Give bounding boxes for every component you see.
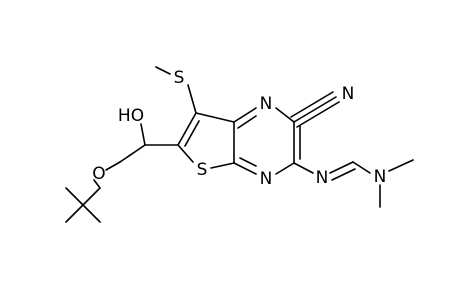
bond [195, 112, 235, 123]
amine-nitrogen-label: N [374, 167, 387, 187]
bond [65, 187, 84, 206]
bond [155, 66, 171, 75]
bond [331, 168, 356, 181]
bond [296, 101, 340, 128]
bond [210, 162, 235, 169]
bond [187, 84, 197, 114]
bond [233, 107, 257, 123]
bond [275, 107, 295, 123]
ether-oxygen-label: O [92, 164, 105, 184]
bond [119, 144, 146, 163]
bond [239, 157, 257, 167]
bond [237, 115, 257, 129]
bond [233, 162, 257, 175]
bonds [65, 66, 414, 223]
bond [82, 204, 101, 223]
thioether-sulfur-label: S [174, 68, 185, 88]
bond [93, 179, 101, 189]
ring-nitrogen-top-label: N [260, 94, 273, 114]
hydroxyl-label: HO [118, 106, 144, 126]
bond [275, 162, 295, 175]
bond [329, 161, 354, 174]
thiophene-sulfur-label: S [197, 160, 208, 180]
bond [82, 187, 101, 206]
ring-nitrogen-bottom-label: N [260, 169, 273, 189]
bond [293, 162, 314, 174]
bond [352, 161, 371, 174]
bond [290, 91, 334, 118]
atom-labels: HO O S S N N N N N [92, 68, 386, 189]
imine-nitrogen-label: N [316, 168, 329, 188]
bond [293, 96, 337, 123]
bond [184, 120, 200, 147]
bond [140, 123, 146, 146]
bond [388, 159, 414, 172]
bond [177, 144, 194, 163]
bond [65, 204, 84, 223]
nitrile-nitrogen-label: N [342, 84, 355, 104]
bond [177, 112, 197, 146]
bond [105, 161, 121, 171]
